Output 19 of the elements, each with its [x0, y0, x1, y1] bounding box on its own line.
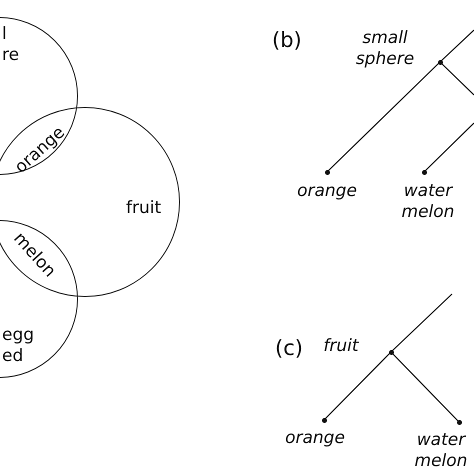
panel-label: (c) — [275, 338, 303, 358]
connector-line — [424, 122, 474, 172]
node-label: water melon — [400, 181, 456, 223]
node-label: water melon — [414, 430, 468, 472]
node-label: fruit — [322, 336, 360, 357]
set-label: egg ed — [2, 325, 36, 367]
connector-line — [390, 352, 460, 422]
connector-line — [390, 294, 452, 352]
node-label: orange — [296, 181, 358, 202]
connector-line — [326, 62, 440, 172]
node-label: small sphere — [354, 28, 416, 70]
node-label: orange — [284, 428, 346, 449]
connector-line — [324, 352, 392, 420]
connector-line — [440, 62, 474, 96]
connector-line — [440, 30, 474, 62]
circle — [0, 107, 180, 297]
panel-label: (b) — [272, 30, 302, 50]
set-label: fruit — [126, 198, 162, 219]
set-label: l re — [2, 24, 20, 66]
